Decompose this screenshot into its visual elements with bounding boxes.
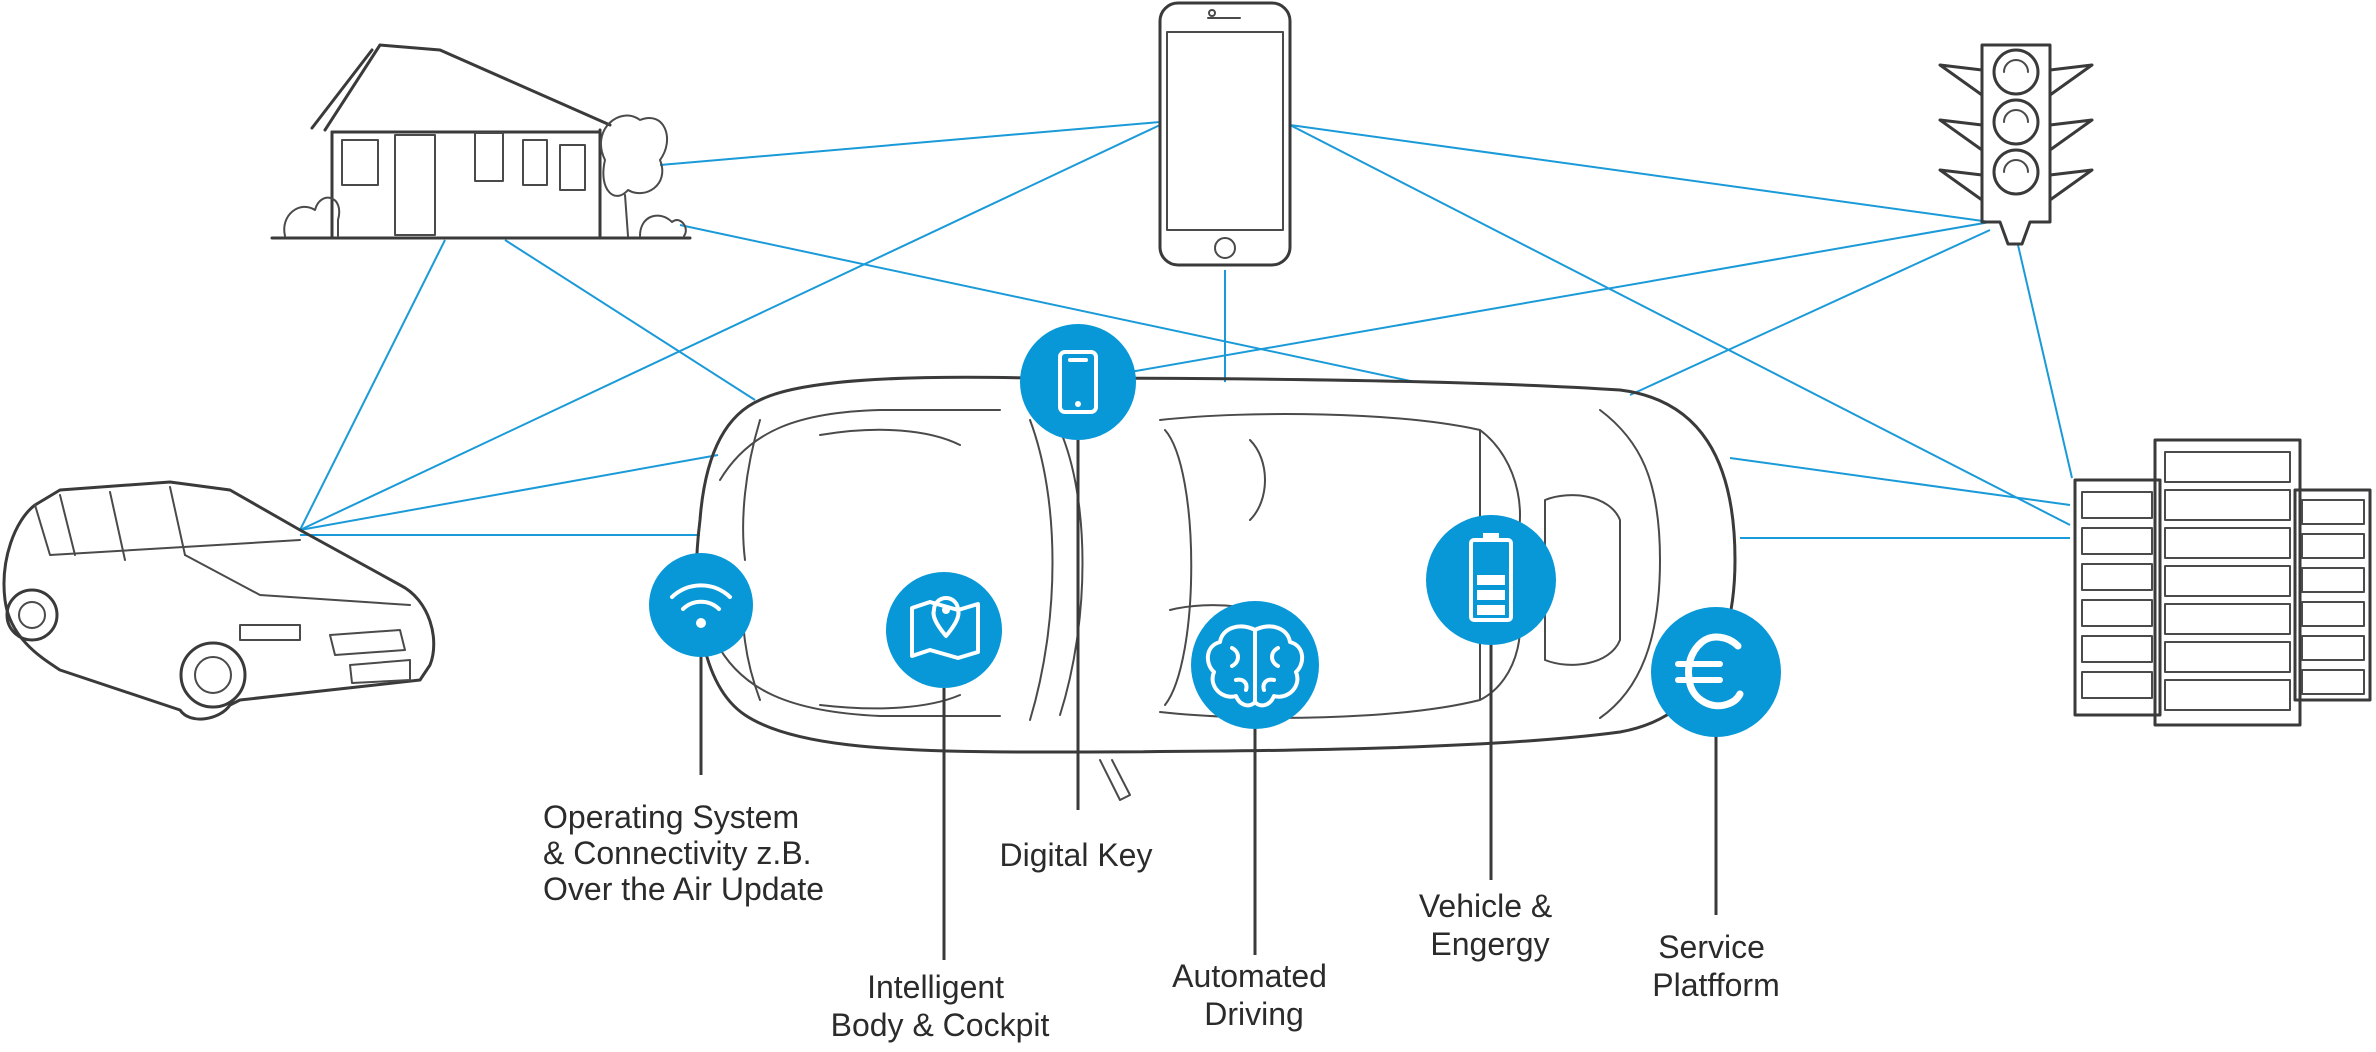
connection-line: [1729, 457, 2071, 506]
smartphone-sketch: [1158, 1, 1292, 267]
smartphone-icon: [1058, 350, 1098, 414]
map-pin-icon: [910, 596, 980, 660]
label-os: Operating System & Connectivity z.B. Ove…: [543, 799, 824, 907]
connection-line: [679, 224, 1416, 383]
connection-line: [1289, 124, 1991, 223]
badge-os: [649, 553, 753, 657]
connection-lines: [299, 121, 2073, 539]
badge-key: [1020, 324, 1136, 440]
server-rack-sketch: [2073, 438, 2372, 727]
wifi-icon: [670, 583, 732, 628]
brain-icon: [1205, 624, 1305, 708]
connection-line: [1129, 221, 1991, 373]
station-wagon-sketch: [2, 480, 436, 721]
connection-line: [1289, 124, 2071, 526]
euro-icon: [1675, 633, 1744, 710]
connection-line: [2017, 244, 2073, 479]
connection-line: [299, 124, 1161, 531]
connection-line: [504, 239, 756, 401]
house-sketch: [270, 43, 692, 240]
label-body: Intelligent Body & Cockpit: [831, 969, 1050, 1043]
badge-body: [886, 572, 1002, 688]
battery-icon: [1469, 533, 1513, 622]
badge-service: [1651, 607, 1781, 737]
label-key: Digital Key: [1000, 837, 1153, 873]
feature-badges: [649, 324, 1781, 737]
connection-line: [1629, 229, 1991, 396]
label-vehicle: Vehicle & Engergy: [1419, 888, 1561, 962]
connection-line: [659, 121, 1161, 166]
label-driving: Automated Driving: [1172, 958, 1336, 1032]
label-service: Service Platfform: [1652, 929, 1779, 1003]
main-car-sketch: [695, 375, 1737, 801]
feature-labels: Operating System & Connectivity z.B. Ove…: [543, 799, 1780, 1043]
badge-driving: [1191, 601, 1319, 729]
badge-vehicle: [1426, 515, 1556, 645]
connection-line: [299, 454, 719, 531]
leader-lines: [699, 440, 1718, 960]
connection-line: [299, 239, 446, 531]
traffic-light-sketch: [1938, 43, 2094, 246]
